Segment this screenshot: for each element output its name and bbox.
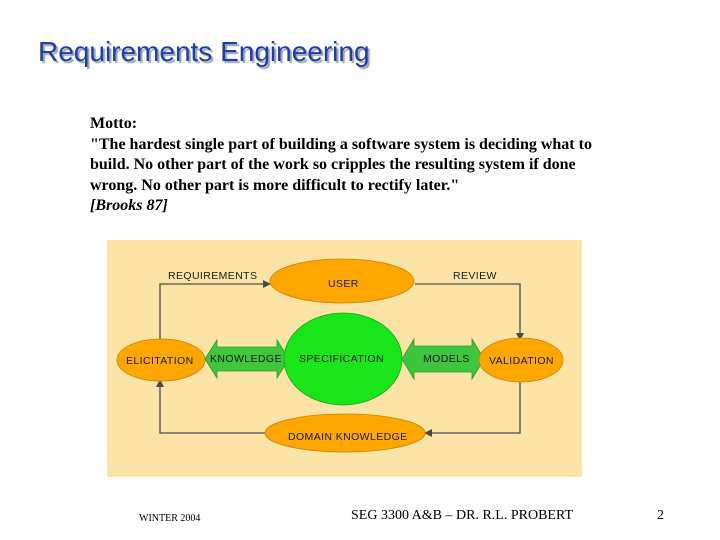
elicitation-label: ELICITATION <box>126 355 194 367</box>
specification-label: SPECIFICATION <box>299 353 384 365</box>
validation-node <box>478 337 564 383</box>
user-label: USER <box>328 278 359 290</box>
motto-quote: Motto: "The hardest single part of build… <box>90 114 690 217</box>
footer-course: SEG 3300 A&B – DR. R.L. PROBERT <box>351 508 574 523</box>
validation-label: VALIDATION <box>489 355 554 367</box>
quote-line: "The hardest single part of building a s… <box>90 135 592 153</box>
domain-knowledge-label: DOMAIN KNOWLEDGE <box>288 431 408 443</box>
quote-line: build. No other part of the work so crip… <box>90 156 576 173</box>
quote-line: Motto: <box>90 115 138 132</box>
slide-title: Requirements Engineering <box>38 36 370 67</box>
quote-line: wrong. No other part is more difficult t… <box>90 176 460 194</box>
page-number: 2 <box>657 508 664 523</box>
review-label: REVIEW <box>453 270 497 282</box>
quote-citation: [Brooks 87] <box>90 197 168 214</box>
domain-knowledge-node <box>264 413 426 453</box>
footer-term: WINTER 2004 <box>139 513 201 524</box>
flow-user-to-validation <box>415 283 524 341</box>
knowledge-label: KNOWLEDGE <box>210 353 282 365</box>
flow-elicitation-to-user <box>159 280 271 344</box>
flow-domain-to-elicitation <box>156 379 265 434</box>
flow-validation-to-domain <box>424 380 521 437</box>
models-label: MODELS <box>423 353 470 365</box>
requirements-label: REQUIREMENTS <box>168 270 257 282</box>
user-node <box>269 258 415 304</box>
elicitation-node <box>116 338 206 382</box>
